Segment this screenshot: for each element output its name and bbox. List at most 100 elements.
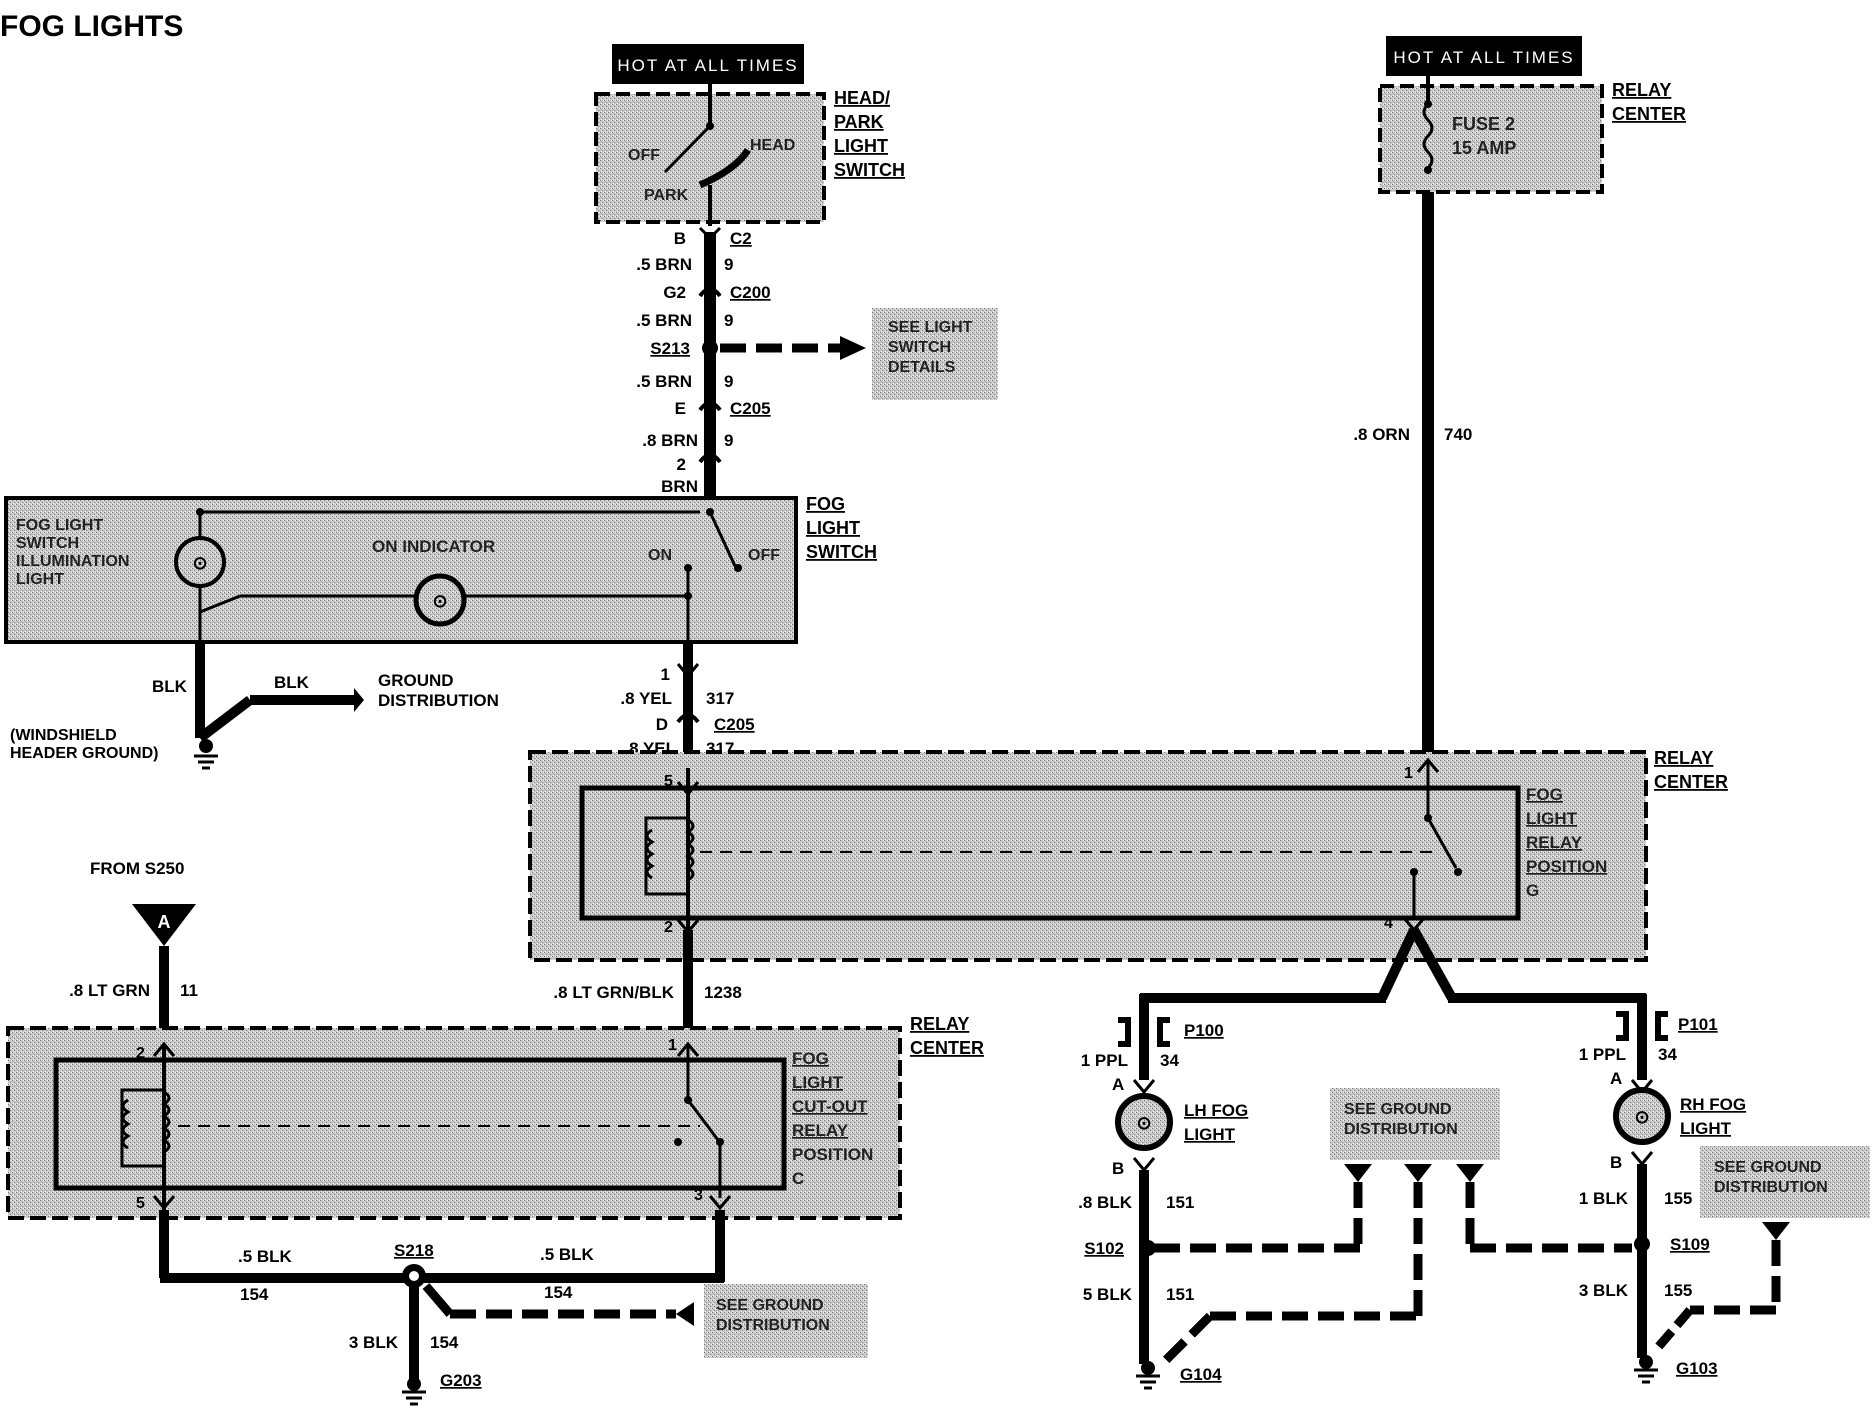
fuse-line2: 15 AMP <box>1452 138 1516 158</box>
cutout-pin-1: 1 <box>668 1037 677 1054</box>
center-ground-distribution <box>1154 1088 1632 1368</box>
lt-grn-circuit: 11 <box>180 981 198 1000</box>
windshield-2: HEADER GROUND) <box>10 745 158 762</box>
hot-at-all-times-right: HOT AT ALL TIMES <box>1386 36 1582 76</box>
splice-s102: S102 <box>1084 1239 1124 1258</box>
relay-pin-5: 5 <box>664 773 673 790</box>
blk-wire-2: .5 BLK <box>540 1245 595 1264</box>
wire-brn-2: .5 BRN <box>636 311 692 330</box>
brn-wire-harness <box>698 226 722 505</box>
splice-s218: S218 <box>394 1241 434 1260</box>
relay-pin-2: 2 <box>664 919 673 936</box>
svg-text:SWITCH: SWITCH <box>888 339 951 356</box>
windshield-header-ground <box>194 642 364 770</box>
svg-text:RELAY: RELAY <box>910 1014 969 1034</box>
svg-text:SWITCH: SWITCH <box>806 542 877 562</box>
fog-light-cut-out-relay <box>6 1026 902 1220</box>
svg-text:SWITCH: SWITCH <box>834 160 905 180</box>
blk-circuit-2: 154 <box>544 1283 573 1302</box>
svg-text:CENTER: CENTER <box>910 1038 984 1058</box>
wire-brn-5: BRN <box>661 477 698 496</box>
svg-text:LIGHT: LIGHT <box>806 518 860 538</box>
svg-text:HEAD/: HEAD/ <box>834 88 890 108</box>
pin-g2: G2 <box>663 283 686 302</box>
relay-to-fog-lights-wiring <box>1139 927 1647 1080</box>
on-indicator-label: ON INDICATOR <box>372 537 495 556</box>
see-ground-right-2: DISTRIBUTION <box>1714 1179 1828 1196</box>
svg-text:G: G <box>1526 881 1539 900</box>
lh-circuit-151: 151 <box>1166 1193 1194 1212</box>
fog-relay-location: RELAY CENTER <box>1654 748 1728 792</box>
pin-d: D <box>656 715 668 734</box>
lt-grn-blk-gauge: .8 LT GRN/BLK <box>553 983 674 1002</box>
switch-off-label: OFF <box>628 147 660 164</box>
fog-light-switch: ⊙ ⊙ <box>4 496 798 646</box>
ground-dist-2: DISTRIBUTION <box>378 691 499 710</box>
see-ground-center-1: SEE GROUND <box>1344 1101 1452 1118</box>
svg-text:LIGHT: LIGHT <box>1526 809 1578 828</box>
ground-blk-2: BLK <box>274 673 310 692</box>
circuit-9-1: 9 <box>724 255 733 274</box>
circuit-9-4: 9 <box>724 431 733 450</box>
splice-s213: S213 <box>650 339 690 358</box>
relay-pin-4: 4 <box>1384 915 1393 932</box>
svg-text:LIGHT: LIGHT <box>792 1073 844 1092</box>
fuse-location-1: RELAY <box>1612 80 1671 100</box>
svg-text:RELAY: RELAY <box>1654 748 1713 768</box>
ground-dist-1: GROUND <box>378 671 454 690</box>
see-ground-right-1: SEE GROUND <box>1714 1159 1822 1176</box>
lt-grn-wire: .8 LT GRN <box>69 981 150 1000</box>
svg-text:LIGHT: LIGHT <box>16 571 64 588</box>
svg-text:FOG LIGHT: FOG LIGHT <box>16 517 103 534</box>
wire-brn-4: .8 BRN <box>642 431 698 450</box>
windshield-1: (WINDSHIELD <box>10 727 117 744</box>
blk-wire-1: .5 BLK <box>238 1247 293 1266</box>
svg-text:SEE LIGHT: SEE LIGHT <box>888 319 973 336</box>
cutout-pin-3: 3 <box>694 1187 703 1204</box>
rh-fog-name-1: RH FOG <box>1680 1095 1746 1114</box>
pin-2: 2 <box>677 455 686 474</box>
circuit-317-1: 317 <box>706 689 734 708</box>
rh-blk-wire-2: 3 BLK <box>1579 1281 1629 1300</box>
connector-c200: C200 <box>730 283 771 302</box>
orn-gauge: .8 ORN <box>1353 425 1410 444</box>
lh-pin-b: B <box>1112 1159 1124 1178</box>
lh-fog-name-1: LH FOG <box>1184 1101 1248 1120</box>
see-ground-bl-1: SEE GROUND <box>716 1297 824 1314</box>
wire-yel-1: .8 YEL <box>620 689 672 708</box>
g203-ground-wiring <box>159 1210 868 1406</box>
fog-switch-on-label: ON <box>648 547 672 564</box>
connector-c205-top: C205 <box>730 399 771 418</box>
hot-at-all-times-left: HOT AT ALL TIMES <box>612 44 804 84</box>
head-park-switch-name: HEAD/ PARK LIGHT SWITCH <box>834 88 905 180</box>
fuse-line1: FUSE 2 <box>1452 114 1515 134</box>
right-ground-distribution <box>1650 1146 1870 1355</box>
svg-text:CENTER: CENTER <box>1654 772 1728 792</box>
see-ground-bl-2: DISTRIBUTION <box>716 1317 830 1334</box>
page-title: FOG LIGHTS <box>0 10 183 43</box>
rh-blk-wire: 1 BLK <box>1579 1189 1629 1208</box>
blk-wire-3: 3 BLK <box>349 1333 399 1352</box>
fog-switch-off-label: OFF <box>748 547 780 564</box>
yel-wire <box>676 640 700 768</box>
rh-pin-b: B <box>1610 1153 1622 1172</box>
ground-blk-1: BLK <box>152 677 188 696</box>
lh-fog-name-2: LIGHT <box>1184 1125 1236 1144</box>
svg-text:⊙: ⊙ <box>1136 1113 1151 1133</box>
svg-text:SWITCH: SWITCH <box>16 535 79 552</box>
lh-circuit-151-2: 151 <box>1166 1285 1194 1304</box>
svg-text:CUT-OUT: CUT-OUT <box>792 1097 868 1116</box>
svg-text:POSITION: POSITION <box>792 1145 873 1164</box>
wire-brn-1: .5 BRN <box>636 255 692 274</box>
rh-circuit-155-2: 155 <box>1664 1281 1692 1300</box>
lh-fog-light: ⊙ <box>1115 1017 1173 1390</box>
fuse-location-2: CENTER <box>1612 104 1686 124</box>
ground-g104: G104 <box>1180 1365 1222 1384</box>
splice-s109: S109 <box>1670 1235 1710 1254</box>
cutout-pin-5: 5 <box>136 1195 145 1212</box>
svg-text:POSITION: POSITION <box>1526 857 1607 876</box>
fog-switch-name: FOG LIGHT SWITCH <box>806 494 877 562</box>
switch-head-label: HEAD <box>750 137 795 154</box>
lt-grn-blk-circuit: 1238 <box>704 983 742 1002</box>
pin-e: E <box>675 399 686 418</box>
